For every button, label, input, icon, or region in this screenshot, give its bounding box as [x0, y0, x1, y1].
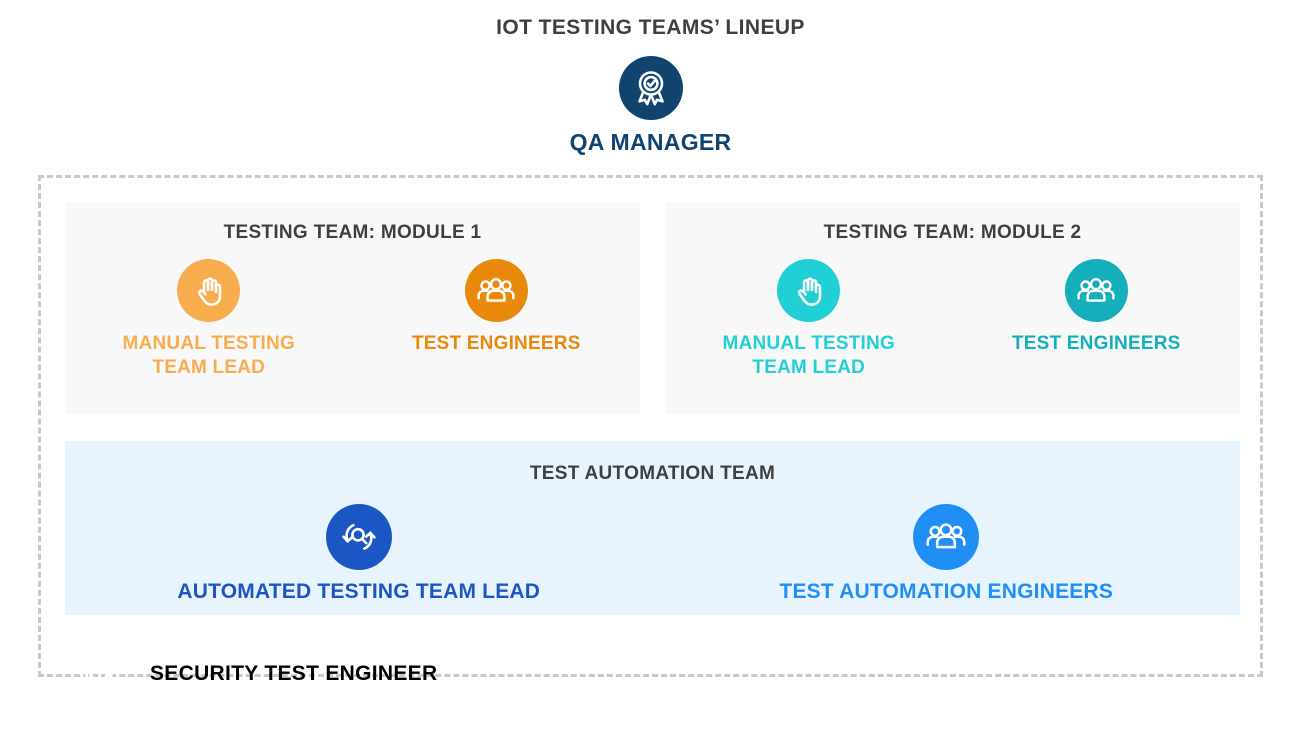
role-test-automation-engineers: TEST AUTOMATION ENGINEERS: [711, 504, 1181, 606]
testing-team-module-1-panel: TESTING TEAM: MODULE 1 MANUAL TESTING TE…: [65, 203, 640, 414]
teams-container-boundary: [38, 175, 1263, 677]
role-label: TEST ENGINEERS: [1011, 333, 1181, 354]
raised-hand-icon: [177, 259, 241, 322]
shield-icon: [66, 641, 132, 707]
page-title: IOT TESTING TEAMS’ LINEUP: [496, 16, 805, 39]
qa-manager-label: QA MANAGER: [569, 129, 732, 155]
role-label: TEST ENGINEERS: [411, 333, 581, 354]
role-label: TEST AUTOMATION ENGINEERS: [779, 580, 1114, 603]
role-label: AUTOMATED TESTING TEAM LEAD: [177, 580, 541, 603]
award-badge-icon: [618, 56, 683, 120]
role-manual-testing-team-lead-m2: MANUAL TESTING TEAM LEAD: [684, 259, 934, 380]
role-label: MANUAL TESTING TEAM LEAD: [122, 333, 295, 379]
security-test-engineer-label: SECURITY TEST ENGINEER: [150, 662, 438, 685]
test-automation-team-panel: TEST AUTOMATION TEAM AUTOMATED TESTING T…: [65, 441, 1240, 615]
role-label: MANUAL TESTING TEAM LEAD: [722, 333, 895, 379]
module-1-title: TESTING TEAM: MODULE 1: [223, 222, 482, 243]
role-manual-testing-team-lead-m1: MANUAL TESTING TEAM LEAD: [84, 259, 334, 380]
security-test-engineer-node: SECURITY TEST ENGINEER: [66, 641, 437, 707]
testing-team-module-2-panel: TESTING TEAM: MODULE 2 MANUAL TESTING TE…: [665, 203, 1240, 414]
role-automated-testing-team-lead: AUTOMATED TESTING TEAM LEAD: [124, 504, 594, 606]
role-test-engineers-m1: TEST ENGINEERS: [371, 259, 621, 356]
people-group-icon: [913, 504, 980, 570]
module-2-title: TESTING TEAM: MODULE 2: [823, 222, 1082, 243]
people-group-icon: [1064, 259, 1128, 322]
automation-team-title: TEST AUTOMATION TEAM: [529, 463, 776, 484]
automation-search-cycle-icon: [325, 504, 392, 570]
role-test-engineers-m2: TEST ENGINEERS: [971, 259, 1221, 356]
qa-manager-node: QA MANAGER: [0, 56, 1301, 156]
raised-hand-icon: [777, 259, 841, 322]
people-group-icon: [464, 259, 528, 322]
